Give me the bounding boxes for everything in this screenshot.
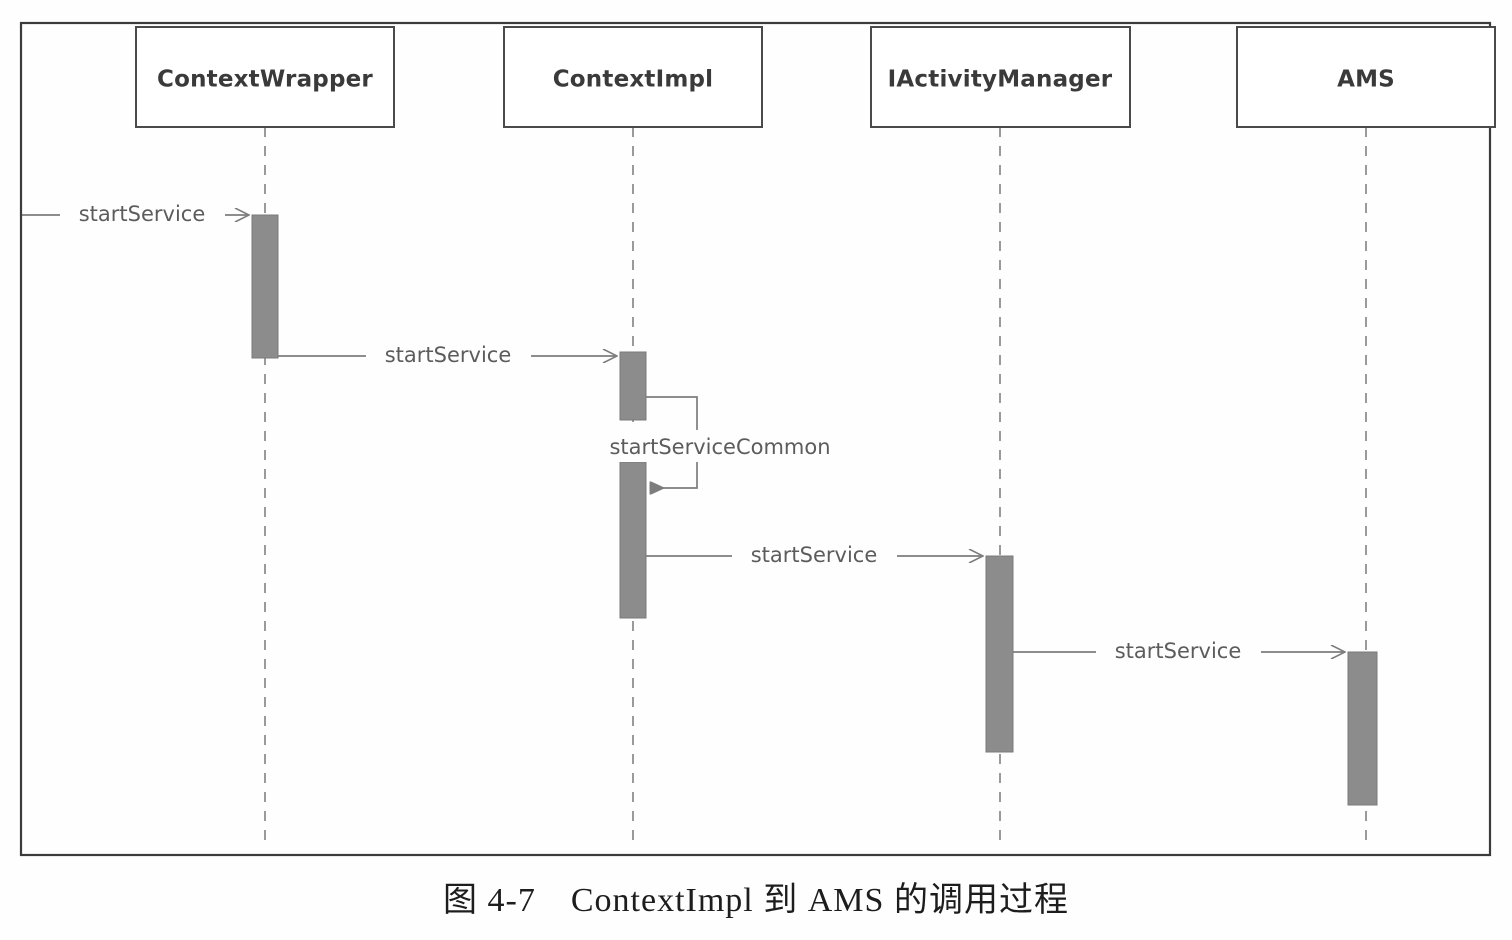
activation-bar-contextimpl-2 <box>619 461 647 619</box>
diagram-frame <box>19 21 1492 857</box>
participant-label: IActivityManager <box>888 67 1113 93</box>
activation-bars <box>251 214 1378 806</box>
message-label: startService <box>751 543 878 567</box>
message-startservice-3[interactable]: startService <box>646 540 982 567</box>
participant-box <box>503 26 763 128</box>
message-startservice-2[interactable]: startService <box>278 340 616 367</box>
participant-box <box>1236 26 1496 128</box>
sequence-diagram: ContextWrapper ContextImpl IActivityMana… <box>19 21 1496 857</box>
message-label: startService <box>385 343 512 367</box>
message-label-backdrop <box>60 198 225 224</box>
message-label-backdrop <box>366 340 531 366</box>
lifelines <box>264 127 1367 840</box>
participant-label: AMS <box>1337 67 1395 93</box>
message-label: startService <box>79 202 206 226</box>
message-label-backdrop <box>1096 636 1261 662</box>
activation-bar-iactivitymanager <box>985 555 1014 753</box>
participant-label: ContextWrapper <box>157 67 373 93</box>
activation-bar-contextimpl-1 <box>619 351 647 421</box>
message-startservice-4[interactable]: startService <box>1013 636 1344 663</box>
participant-ams[interactable]: AMS <box>1236 26 1496 128</box>
participant-contextimpl[interactable]: ContextImpl <box>503 26 763 128</box>
participant-label: ContextImpl <box>553 67 714 93</box>
message-label-backdrop <box>490 430 952 462</box>
message-startservicecommon-self[interactable]: startServiceCommon <box>490 396 952 488</box>
participant-box <box>870 26 1131 128</box>
activation-bar-ams <box>1347 651 1378 806</box>
participant-box <box>135 26 395 128</box>
figure-caption: 图 4-7 ContextImpl 到 AMS 的调用过程 <box>443 882 1069 919</box>
participant-iactivitymanager[interactable]: IActivityManager <box>870 26 1131 128</box>
message-startservice-1[interactable]: startService <box>22 198 248 226</box>
message-label: startService <box>1115 639 1242 663</box>
activation-bar-contextwrapper <box>251 214 279 359</box>
participant-contextwrapper[interactable]: ContextWrapper <box>135 26 395 128</box>
message-label: startServiceCommon <box>609 435 830 459</box>
message-label-backdrop <box>732 540 897 566</box>
